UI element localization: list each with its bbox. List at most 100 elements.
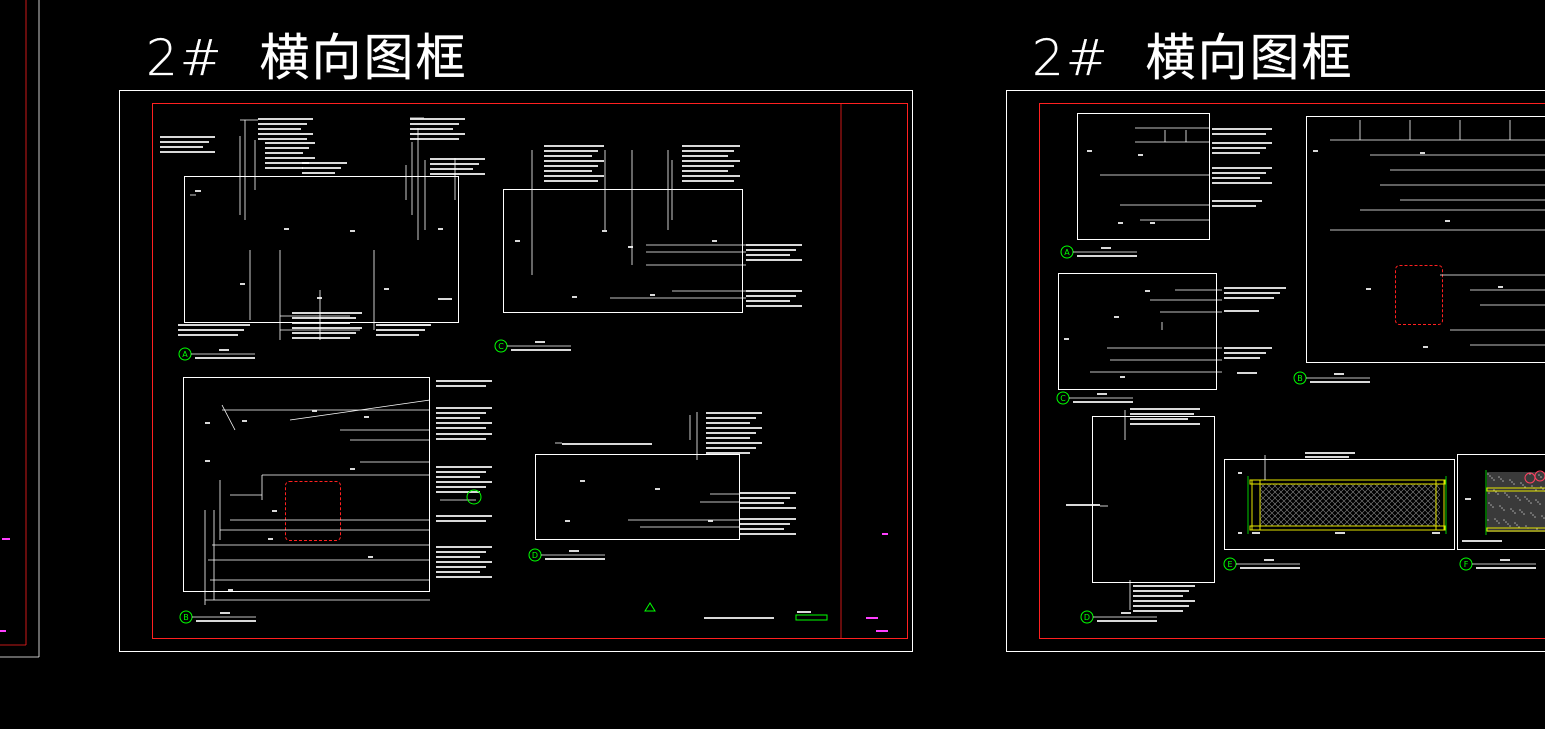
annotation-text [740, 492, 796, 494]
annotation-text [1138, 154, 1143, 156]
annotation-text [436, 412, 486, 414]
annotation-text [196, 620, 256, 622]
annotation-text [410, 133, 465, 135]
aggregate-dot [1528, 500, 1530, 502]
annotation-text [1133, 590, 1189, 592]
annotation-text [706, 447, 756, 449]
detail-callout-circle [466, 489, 482, 505]
marker-label: A [182, 350, 188, 359]
opening-dashed-red [285, 481, 341, 541]
aggregate-dot [1512, 510, 1514, 512]
annotation-text [1101, 247, 1111, 249]
annotation-text [1130, 408, 1200, 410]
annotation-text [565, 520, 570, 522]
aggregate-dot [1517, 497, 1519, 499]
annotation-text [350, 230, 355, 232]
aggregate-dot [1505, 521, 1507, 523]
opening-dashed-red [1395, 265, 1443, 325]
annotation-text [1064, 338, 1069, 340]
annotation-text [1133, 585, 1195, 587]
annotation-text [1130, 413, 1194, 415]
annotation-text [706, 452, 750, 454]
aggregate-dot [1506, 494, 1508, 496]
annotation-text [364, 416, 369, 418]
annotation-text [1238, 472, 1242, 474]
annotation-text [220, 612, 230, 614]
marker-label: D [532, 551, 538, 560]
annotation-text [706, 417, 756, 419]
aggregate-dot [1531, 485, 1533, 487]
annotation-text [436, 417, 480, 419]
annotation-text [258, 128, 301, 130]
aggregate-dot [1487, 519, 1489, 521]
annotation-text [544, 170, 592, 172]
annotation-text [1224, 287, 1286, 289]
annotation-text [384, 288, 389, 290]
aggregate-dot [1543, 517, 1545, 519]
aggregate-dot [1489, 475, 1491, 477]
annotation-text [302, 162, 347, 164]
aggregate-dot [1507, 523, 1509, 525]
aggregate-dot [1501, 507, 1503, 509]
title-block-text [866, 617, 878, 619]
annotation-text [430, 168, 473, 170]
annotation-text [1212, 167, 1272, 169]
annotation-text [1212, 152, 1260, 154]
leader-line [289, 399, 431, 421]
marker-label: F [1464, 560, 1469, 569]
aggregate-dot [1495, 491, 1497, 493]
aggregate-dot [1529, 473, 1531, 475]
aggregate-dot [1488, 492, 1490, 494]
annotation-text [436, 515, 492, 517]
aggregate-dot [1530, 512, 1532, 514]
annotation-text [376, 334, 419, 336]
annotation-text [242, 420, 247, 422]
annotation-text [704, 617, 774, 619]
aggregate-dot [1532, 514, 1534, 516]
aggregate-dot [1497, 493, 1499, 495]
aggregate-dot [1496, 520, 1498, 522]
annotation-text [1212, 177, 1260, 179]
annotation-text [178, 329, 244, 331]
aggregate-dot [1540, 486, 1542, 488]
marker-label: E [1227, 560, 1232, 569]
annotation-text [430, 158, 485, 160]
annotation-text [436, 491, 480, 493]
annotation-text [580, 480, 585, 482]
annotation-text [436, 486, 486, 488]
annotation-text [650, 294, 655, 296]
annotation-text [1224, 297, 1274, 299]
annotation-text [740, 518, 796, 520]
annotation-text [706, 437, 750, 439]
annotation-text [708, 520, 713, 522]
annotation-text [706, 422, 750, 424]
aggregate-dot [1522, 484, 1524, 486]
annotation-text [1420, 152, 1425, 154]
annotation-text [1097, 620, 1157, 622]
annotation-text [602, 230, 607, 232]
annotation-text [706, 442, 762, 444]
accent-text [0, 630, 6, 632]
view-marker-a: A [178, 347, 255, 361]
annotation-text [438, 228, 443, 230]
annotation-text [1305, 456, 1349, 458]
view-marker-d: D [528, 548, 605, 562]
annotation-text [1212, 147, 1266, 149]
annotation-text [436, 466, 492, 468]
annotation-text [302, 167, 341, 169]
annotation-text [410, 123, 459, 125]
marker-label: D [1084, 613, 1090, 622]
annotation-text [746, 290, 802, 292]
annotation-text [1224, 310, 1259, 312]
annotation-text [1212, 172, 1266, 174]
annotation-text [682, 160, 740, 162]
aggregate-dot [1516, 524, 1518, 526]
annotation-text [1212, 200, 1262, 202]
annotation-text [1335, 532, 1345, 534]
annotation-text [436, 438, 486, 440]
aggregate-dot [1493, 479, 1495, 481]
annotation-text [258, 138, 307, 140]
annotation-text [1114, 316, 1119, 318]
